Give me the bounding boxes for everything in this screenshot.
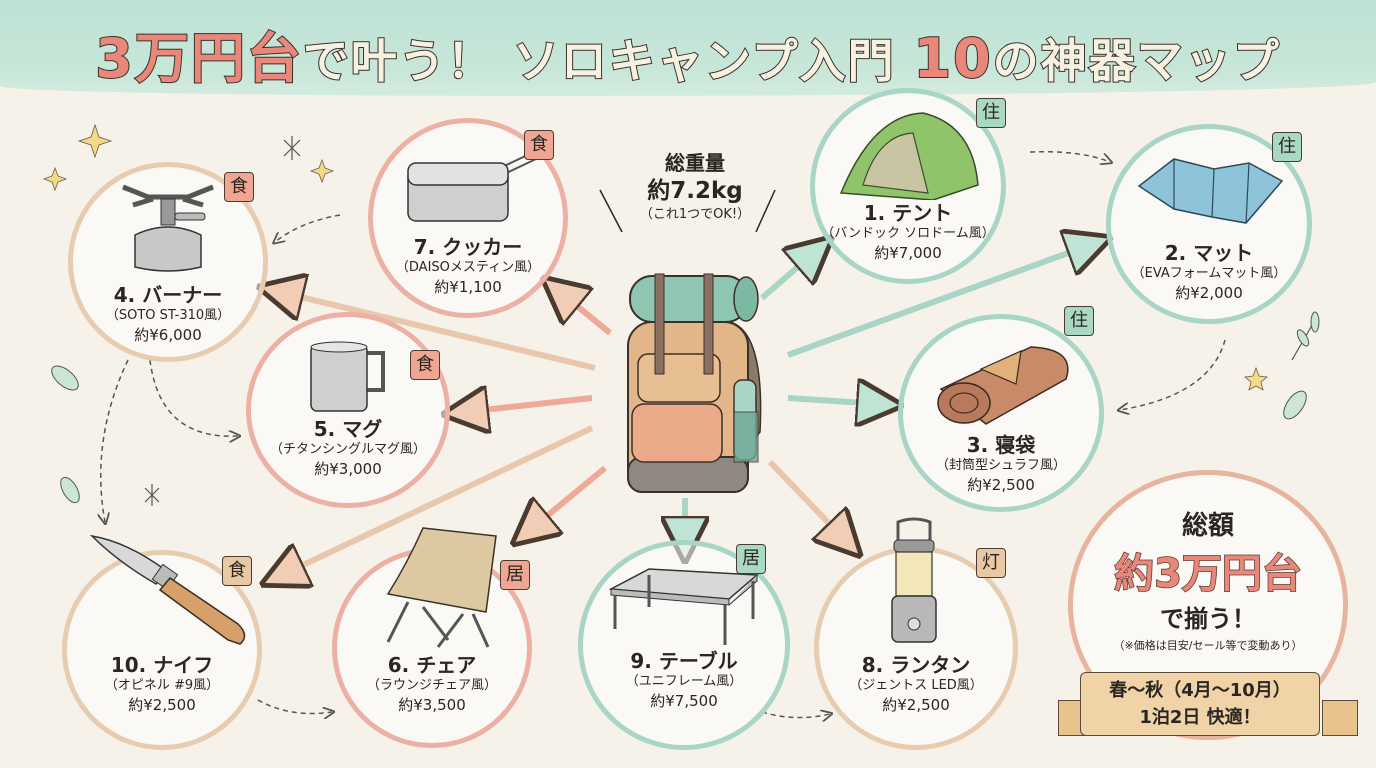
item-table[interactable]: 9. テーブル （ユニフレーム風） 約¥7,500 (578, 540, 790, 750)
item-burner[interactable]: 4. バーナー （SOTO ST-310風） 約¥6,000 (68, 162, 268, 362)
item-model: （ラウンジチェア風） (366, 678, 497, 693)
weight-value: 約7.2kg (647, 178, 743, 204)
item-price: 約¥1,100 (434, 278, 502, 296)
ribbon-tail-right (1322, 700, 1358, 736)
category-tag-home: 住 (1064, 306, 1094, 336)
category-tag-food: 食 (222, 556, 252, 586)
item-name: 2. マット (1164, 241, 1254, 265)
item-name: 9. テーブル (630, 649, 738, 673)
item-price: 約¥7,000 (874, 244, 942, 262)
category-tag-food: 食 (524, 130, 554, 160)
mug-icon (310, 341, 385, 412)
item-name: 1. テント (863, 201, 953, 225)
sleeping-bag-icon (937, 346, 1069, 425)
item-tent[interactable]: 1. テント （バンドック ソロドーム風） 約¥7,000 (810, 88, 1006, 284)
title-end: の神器マップ (992, 33, 1281, 89)
category-tag-food: 食 (224, 172, 254, 202)
item-sleeping-bag[interactable]: 3. 寝袋 （封筒型シュラフ風） 約¥2,500 (898, 314, 1104, 512)
category-tag-home: 住 (1272, 132, 1302, 162)
item-price: 約¥3,500 (398, 696, 466, 714)
item-model: （EVAフォームマット風） (1131, 266, 1287, 281)
total-label: 総額 (1181, 511, 1234, 541)
table-icon (609, 568, 759, 645)
weight-label: 総重量 (665, 151, 725, 175)
title-price: 3万円台 (94, 26, 303, 91)
item-mug[interactable]: 5. マグ （チタンシングルマグ風） 約¥3,000 (246, 312, 450, 508)
item-name: 7. クッカー (413, 235, 523, 259)
item-name: 10. ナイフ (110, 653, 214, 677)
item-model: （チタンシングルマグ風） (269, 442, 426, 457)
season-ribbon: 春〜秋（4月〜10月） 1泊2日 快適！ (1080, 672, 1320, 736)
title-number: 10 (913, 26, 993, 91)
item-price: 約¥2,500 (967, 476, 1035, 494)
item-model: （SOTO ST-310風） (105, 308, 231, 323)
item-price: 約¥2,500 (128, 696, 196, 714)
backpack-icon (627, 273, 762, 493)
item-model: （DAISOメスティン風） (395, 260, 541, 275)
item-name: 5. マグ (313, 417, 383, 441)
burner-icon (122, 184, 214, 272)
item-chair[interactable]: 6. チェア （ラウンジチェア風） 約¥3,500 (332, 548, 532, 748)
mat-icon (1137, 158, 1284, 224)
total-tagline: で揃う！ (1160, 605, 1256, 633)
total-weight: 総重量 約7.2kg （これ1つでOK!） (610, 150, 780, 224)
item-model: （ジェントス LED風） (849, 678, 983, 693)
title-banner (0, 0, 1376, 96)
price-note: （※価格は目安/セール等で変動あり） (1113, 639, 1303, 652)
item-name: 3. 寝袋 (966, 433, 1036, 457)
item-name: 8. ランタン (861, 653, 971, 677)
item-price: 約¥2,500 (882, 696, 950, 714)
trip-text: 1泊2日 快適！ (1139, 707, 1261, 728)
total-amount: 約3万円台 (1113, 550, 1302, 598)
weight-note: （これ1つでOK!） (639, 207, 751, 222)
category-tag-living: 居 (736, 544, 766, 574)
item-price: 約¥6,000 (134, 326, 202, 344)
knife-icon (89, 534, 246, 645)
item-price: 約¥7,500 (650, 692, 718, 710)
item-name: 6. チェア (387, 653, 477, 677)
tent-icon (839, 112, 979, 200)
cooker-icon (407, 150, 537, 222)
category-tag-food: 食 (410, 350, 440, 380)
chair-icon (386, 527, 497, 648)
category-tag-light: 灯 (976, 548, 1006, 578)
title-middle: で叶う！ ソロキャンプ入門 (302, 33, 914, 89)
item-model: （封筒型シュラフ風） (935, 458, 1066, 473)
item-price: 約¥2,000 (1175, 284, 1243, 302)
item-model: （バンドック ソロドーム風） (821, 226, 995, 241)
season-text: 春〜秋（4月〜10月） (1109, 680, 1291, 701)
page-title: 3万円台で叶う！ ソロキャンプ入門 10の神器マップ (0, 14, 1376, 93)
lantern-icon (891, 517, 937, 643)
item-price: 約¥3,000 (314, 460, 382, 478)
item-model: （オピネル #9風） (104, 678, 220, 693)
item-name: 4. バーナー (113, 283, 223, 307)
item-model: （ユニフレーム風） (625, 674, 743, 689)
category-tag-living: 居 (500, 560, 530, 590)
category-tag-home: 住 (976, 98, 1006, 128)
